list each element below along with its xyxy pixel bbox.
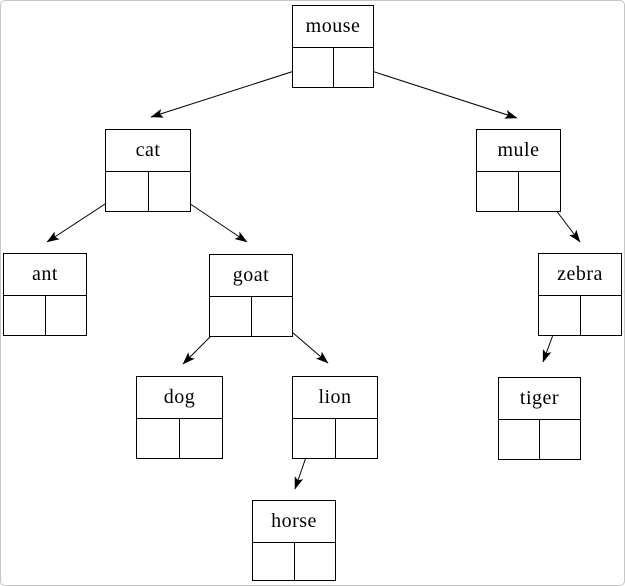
edge-mouse-left-cat — [150, 64, 314, 118]
node-label: tiger — [499, 378, 580, 420]
left-pointer-cell — [137, 419, 180, 458]
tree-node-ant: ant — [3, 253, 87, 336]
node-label: cat — [106, 130, 190, 172]
right-pointer-cell — [149, 172, 191, 211]
node-label: ant — [4, 254, 86, 296]
left-pointer-cell — [539, 296, 581, 335]
left-pointer-cell — [210, 297, 252, 336]
node-label: lion — [293, 377, 377, 419]
tree-node-horse: horse — [252, 500, 336, 581]
node-label: horse — [253, 501, 335, 543]
node-pointer-cells — [210, 297, 292, 336]
node-pointer-cells — [477, 172, 560, 211]
node-pointer-cells — [539, 296, 621, 335]
left-pointer-cell — [293, 48, 334, 87]
node-pointer-cells — [4, 296, 86, 335]
tree-node-mouse: mouse — [292, 5, 374, 88]
node-label: goat — [210, 255, 292, 297]
tree-node-tiger: tiger — [498, 377, 581, 460]
right-pointer-cell — [540, 420, 580, 459]
node-label: zebra — [539, 254, 621, 296]
tree-node-mule: mule — [476, 129, 561, 212]
right-pointer-cell — [581, 296, 622, 335]
right-pointer-cell — [252, 297, 293, 336]
tree-node-zebra: zebra — [538, 253, 622, 336]
left-pointer-cell — [293, 419, 336, 458]
node-pointer-cells — [106, 172, 190, 211]
edge-mouse-right-mule — [352, 64, 518, 119]
node-label: dog — [137, 377, 222, 419]
tree-node-cat: cat — [105, 129, 191, 212]
node-pointer-cells — [253, 543, 335, 580]
right-pointer-cell — [336, 419, 378, 458]
left-pointer-cell — [106, 172, 149, 211]
tree-node-lion: lion — [292, 376, 378, 459]
right-pointer-cell — [46, 296, 87, 335]
left-pointer-cell — [499, 420, 540, 459]
node-pointer-cells — [293, 48, 373, 87]
tree-node-dog: dog — [136, 376, 223, 459]
tree-node-goat: goat — [209, 254, 293, 337]
right-pointer-cell — [295, 543, 336, 580]
right-pointer-cell — [180, 419, 222, 458]
node-pointer-cells — [137, 419, 222, 458]
node-label: mule — [477, 130, 560, 172]
node-pointer-cells — [293, 419, 377, 458]
right-pointer-cell — [519, 172, 560, 211]
right-pointer-cell — [334, 48, 374, 87]
left-pointer-cell — [253, 543, 295, 580]
node-label: mouse — [293, 6, 373, 48]
left-pointer-cell — [4, 296, 46, 335]
node-pointer-cells — [499, 420, 580, 459]
left-pointer-cell — [477, 172, 519, 211]
